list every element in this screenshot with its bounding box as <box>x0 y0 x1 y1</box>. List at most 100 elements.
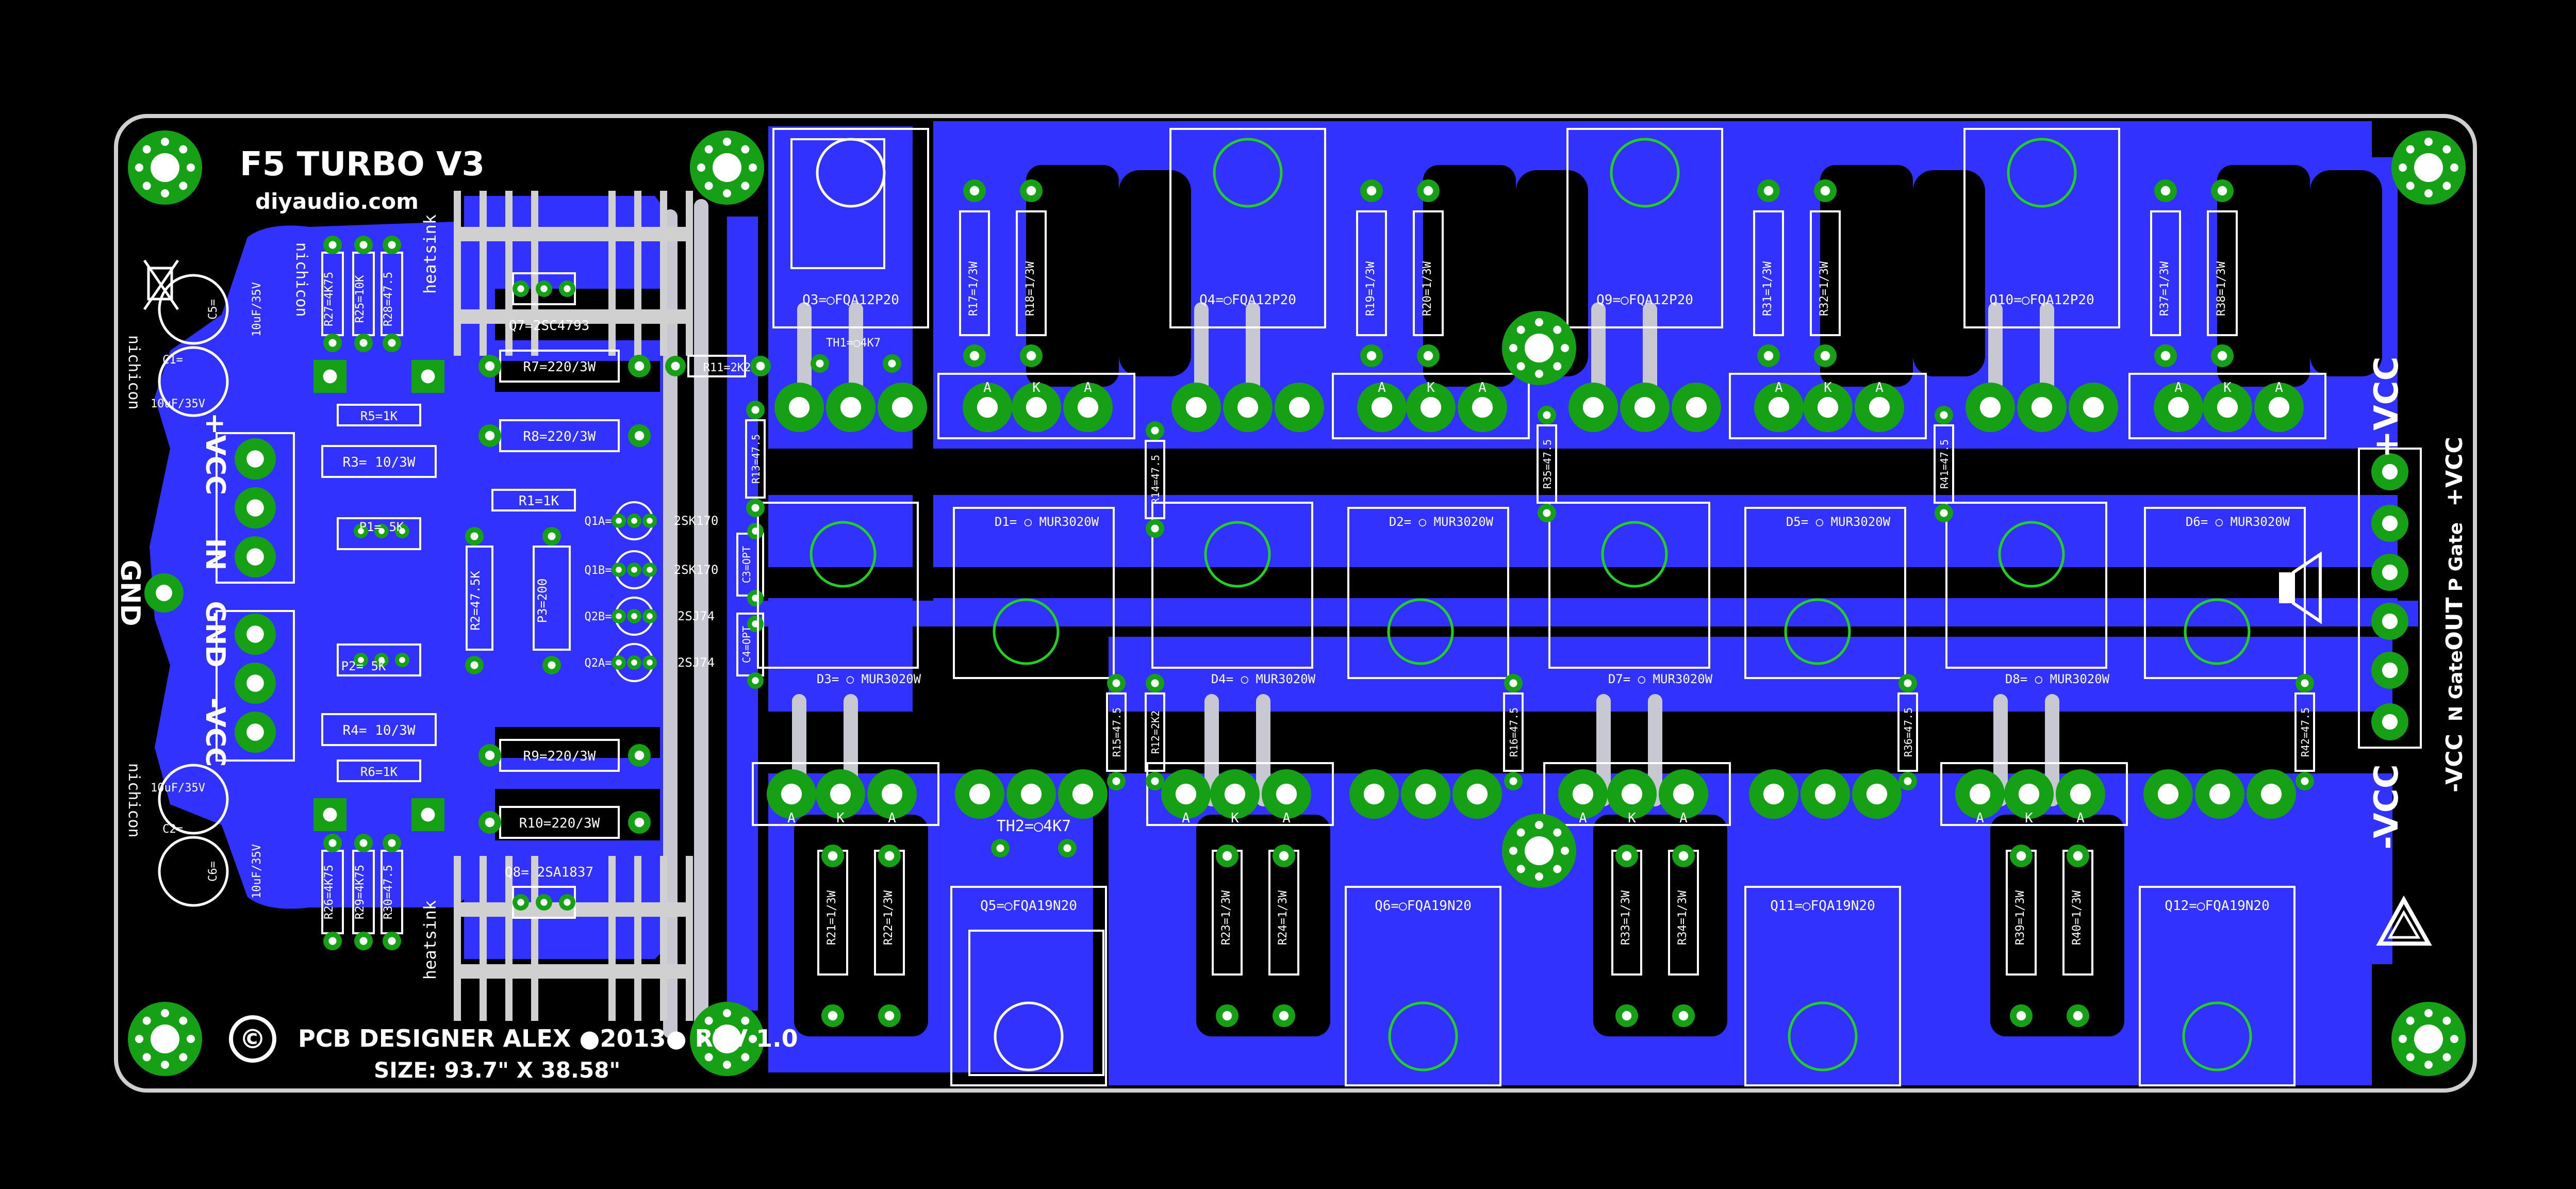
diode-hole <box>2184 598 2251 665</box>
pad <box>559 894 575 911</box>
brand-label-top: nichicon <box>125 335 143 410</box>
output-pad <box>2371 603 2408 640</box>
label-q9: Q9=○FQA12P20 <box>1596 292 1693 308</box>
mosfet-hole <box>2182 1001 2252 1071</box>
pad <box>1107 674 1126 692</box>
label-r34: R34=1/3W <box>1676 890 1689 945</box>
mounting-hole <box>1502 311 1576 385</box>
diode-top-d2 <box>1332 373 1530 439</box>
label-r4: R4= 10/3W <box>343 723 416 738</box>
diode-pad <box>2056 769 2105 819</box>
recycle-bin-icon <box>143 259 179 310</box>
mosfet-pad <box>1749 769 1798 819</box>
pad <box>1898 674 1917 692</box>
diode-pin-label: A <box>888 811 896 826</box>
label-cap_val: 10uF/35V <box>151 782 205 795</box>
capacitor-outline <box>158 836 229 907</box>
diode-bottom-d8 <box>1940 762 2128 826</box>
diode-pin-label: A <box>1679 811 1688 826</box>
pad <box>1757 344 1780 367</box>
label-r8: R8=220/3W <box>523 429 596 444</box>
label-r27: R27=4K75 <box>323 272 336 326</box>
resistor-r11 <box>687 355 746 377</box>
terminal-pad-bottom <box>235 712 276 753</box>
gate-resistor <box>1145 692 1165 772</box>
diode-bottom-d3 <box>752 762 939 826</box>
label-r33: R33=1/3W <box>1620 890 1632 945</box>
mosfet-pad <box>1223 383 1273 432</box>
pad <box>747 590 764 606</box>
label-p3: P3=200 <box>535 579 550 623</box>
pad <box>963 179 986 202</box>
diode-pad <box>1754 383 1804 432</box>
label-cap_val: 10uF/35V <box>151 398 205 410</box>
diode-pin-label: A <box>2174 380 2183 395</box>
diode-pad <box>867 769 917 819</box>
pad <box>1146 421 1164 440</box>
pad <box>878 1004 901 1027</box>
copper-pour-mid-top <box>768 126 913 737</box>
label-q10: Q10=○FQA12P20 <box>1989 292 2094 308</box>
pad <box>963 344 986 367</box>
diode-pin-label: A <box>983 380 992 395</box>
left-vcc-neg-label: -VCC <box>200 698 230 767</box>
pad <box>2211 179 2234 202</box>
output-pad <box>2371 703 2408 740</box>
gate-resistor <box>1897 692 1918 772</box>
diode-pad <box>1161 769 1211 819</box>
mosfet-pad <box>1171 383 1221 432</box>
pad <box>1273 1004 1295 1027</box>
diode-pin-label: A <box>1084 380 1092 395</box>
diode-hole <box>1601 521 1668 588</box>
pad <box>323 932 342 950</box>
label-d7: D7= ○ MUR3020W <box>1608 672 1713 686</box>
label-c1: C1= <box>162 354 183 367</box>
diode-body-bottom <box>1548 502 1710 669</box>
pad <box>628 424 651 447</box>
label-r37: R37=1/3W <box>2158 261 2171 316</box>
label-th1: TH1=○4K7 <box>826 337 881 350</box>
pad <box>354 653 368 667</box>
diode-pin-label: A <box>1976 811 1984 826</box>
pad <box>383 834 401 852</box>
diode-hole <box>1784 598 1851 665</box>
resistor-r2 <box>466 546 493 651</box>
pad <box>642 563 657 577</box>
mosfet-pad <box>878 383 927 432</box>
diode-pin-label: A <box>1182 811 1190 826</box>
label-r2: R2=47.5K <box>468 571 483 631</box>
label-r28: R28=47.5 <box>382 272 395 326</box>
pad <box>395 524 409 538</box>
pad <box>478 811 501 834</box>
pad <box>313 360 346 393</box>
diode-pin-label: A <box>1579 811 1587 826</box>
pad <box>354 334 373 352</box>
terminal-pad-bottom <box>235 663 276 704</box>
diode-pad <box>1855 383 1904 432</box>
output-connector <box>2358 448 2422 749</box>
label-p1: P1= 5K <box>359 520 404 534</box>
label-r30: R30=47.5 <box>382 865 395 919</box>
mosfet-pad <box>1801 769 1850 819</box>
mosfet-pad <box>955 769 1004 819</box>
pad <box>2010 1004 2033 1027</box>
mounting-hole <box>690 130 764 205</box>
diode-pad <box>1659 769 1708 819</box>
pad <box>1504 674 1523 692</box>
terminal-block-bottom <box>216 610 295 762</box>
diode-body-bottom <box>1151 502 1313 669</box>
label-r18: R18=1/3W <box>1024 261 1037 316</box>
mounting-hole <box>2391 130 2466 205</box>
pad <box>374 524 389 538</box>
left-vcc-pos-label: +VCC <box>200 412 230 495</box>
gate-resistor <box>1106 692 1127 772</box>
mosfet-pad <box>1401 769 1450 819</box>
pad <box>383 334 401 352</box>
gate-resistor <box>1503 692 1524 772</box>
heatsinks <box>454 191 693 1021</box>
pad <box>2154 179 2177 202</box>
label-r32: R32=1/3W <box>1818 261 1831 316</box>
label-q7: Q7=2SC4793 <box>509 318 590 334</box>
diode-pin-label: K <box>2025 811 2033 826</box>
